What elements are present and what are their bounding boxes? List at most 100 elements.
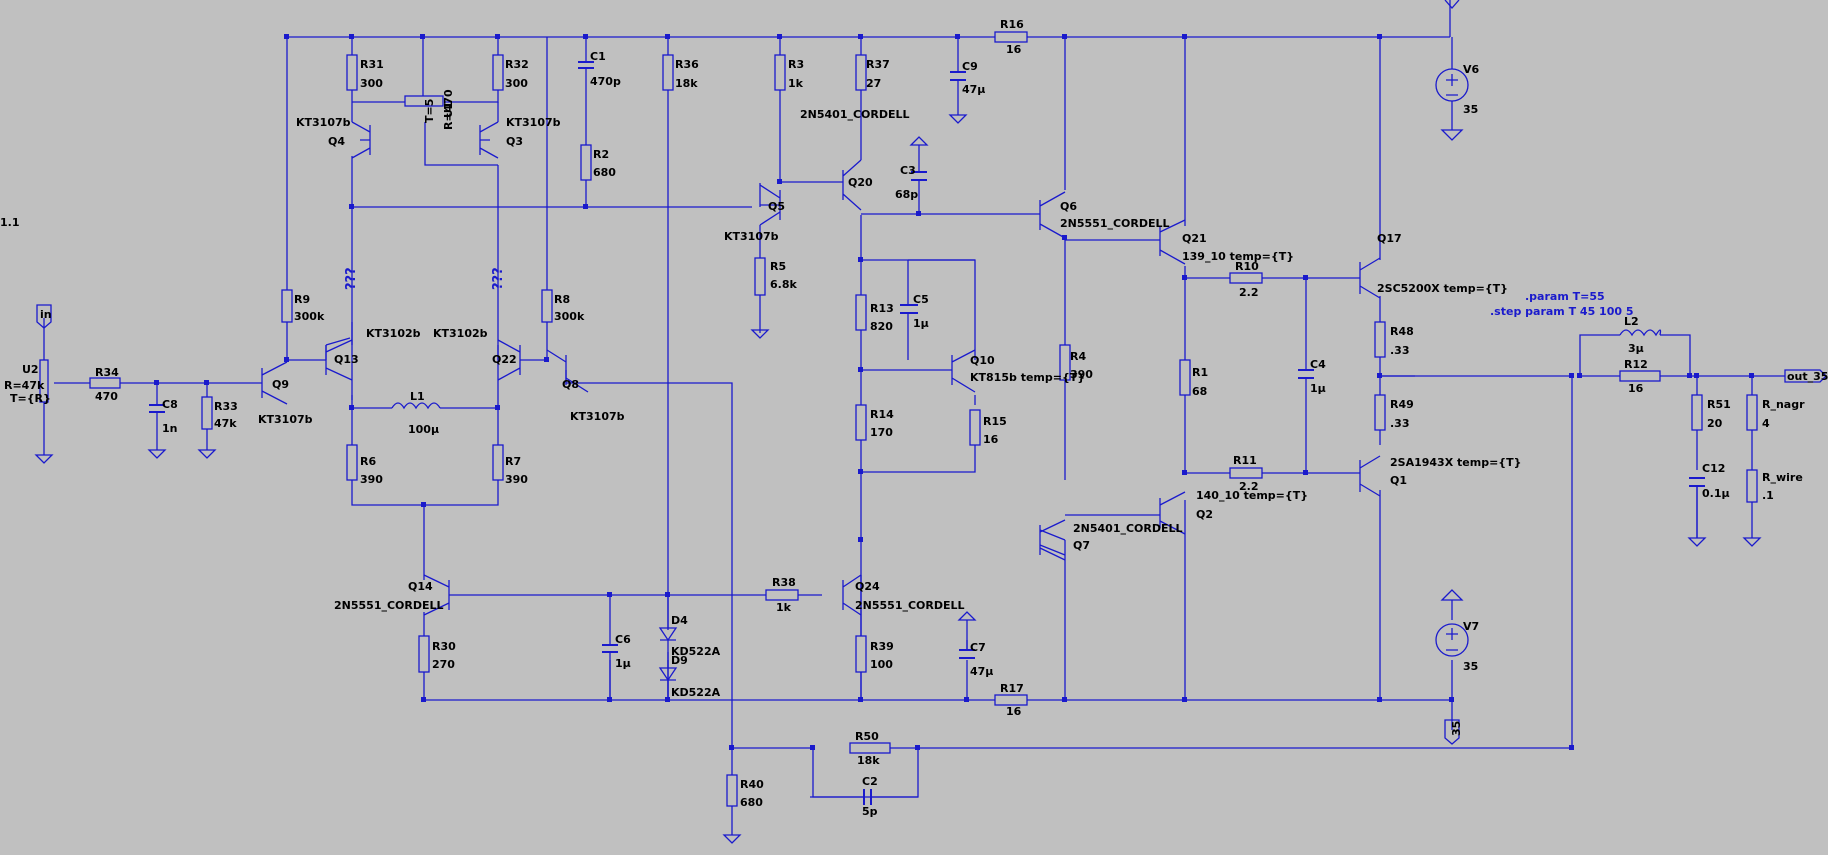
q10-symbol[interactable] xyxy=(951,349,976,393)
d9-ref: D9 xyxy=(671,654,688,667)
r49-symbol[interactable] xyxy=(1374,394,1386,431)
r40-symbol[interactable] xyxy=(726,774,738,807)
v6-value: 35 xyxy=(1463,103,1478,116)
c9-ref: C9 xyxy=(962,60,978,73)
r31-symbol[interactable] xyxy=(346,54,358,91)
q1-symbol[interactable] xyxy=(1359,455,1381,497)
u1-temp: T=5 xyxy=(423,99,436,123)
r15-symbol[interactable] xyxy=(969,409,981,446)
out-port-icon[interactable] xyxy=(1784,369,1827,383)
r37-value: 27 xyxy=(866,77,881,90)
q6-symbol[interactable] xyxy=(1039,191,1066,239)
r14-symbol[interactable] xyxy=(855,404,867,441)
r31-ref: R31 xyxy=(360,58,384,71)
q7-symbol[interactable] xyxy=(1039,519,1066,561)
voltage-sources xyxy=(1435,37,1469,657)
r11-value: 2.2 xyxy=(1239,480,1259,493)
r32-symbol[interactable] xyxy=(492,54,504,91)
q14-symbol[interactable] xyxy=(423,574,450,616)
q20-symbol[interactable] xyxy=(835,159,862,211)
q13-ref: Q13 xyxy=(334,353,359,366)
r37-symbol[interactable] xyxy=(855,54,867,91)
c3-ref: C3 xyxy=(900,164,916,177)
r-nagr-symbol[interactable] xyxy=(1746,394,1758,431)
c3-symbol[interactable] xyxy=(911,171,927,181)
r38-value: 1k xyxy=(776,601,792,614)
r36-value: 18k xyxy=(675,77,698,90)
r16-symbol[interactable] xyxy=(994,31,1028,43)
r48-value: .33 xyxy=(1390,344,1410,357)
u1-symbol[interactable] xyxy=(404,95,444,107)
r3-value: 1k xyxy=(788,77,804,90)
c4-symbol[interactable] xyxy=(1298,369,1314,379)
q5-symbol[interactable] xyxy=(759,184,781,226)
r36-symbol[interactable] xyxy=(662,54,674,91)
r5-symbol[interactable] xyxy=(754,257,766,296)
r9-symbol[interactable] xyxy=(281,289,293,323)
r39-symbol[interactable] xyxy=(855,635,867,673)
c2-ref: C2 xyxy=(862,775,878,788)
r10-symbol[interactable] xyxy=(1229,272,1263,284)
r6-symbol[interactable] xyxy=(346,444,358,481)
r7-symbol[interactable] xyxy=(492,444,504,481)
q17-symbol[interactable] xyxy=(1359,257,1381,299)
u2-symbol[interactable] xyxy=(39,359,49,403)
c4-value: 1µ xyxy=(1310,382,1326,395)
r12-symbol[interactable] xyxy=(1619,370,1661,382)
r17-value: 16 xyxy=(1006,705,1022,718)
r2-symbol[interactable] xyxy=(580,144,592,181)
q13-symbol[interactable] xyxy=(325,339,353,381)
r12-value: 16 xyxy=(1628,382,1644,395)
c5-symbol[interactable] xyxy=(900,304,918,314)
r3-symbol[interactable] xyxy=(774,54,786,91)
d4-ref: D4 xyxy=(671,614,688,627)
q8-symbol[interactable] xyxy=(546,349,589,393)
r49-value: .33 xyxy=(1390,417,1410,430)
r34-symbol[interactable] xyxy=(89,377,121,389)
r33-symbol[interactable] xyxy=(201,396,213,430)
q21-ref: Q21 xyxy=(1182,232,1207,245)
q6-ref: Q6 xyxy=(1060,200,1077,213)
q3-symbol[interactable] xyxy=(479,121,499,159)
r15-value: 16 xyxy=(983,433,999,446)
r49-ref: R49 xyxy=(1390,398,1414,411)
q9-symbol[interactable] xyxy=(261,361,288,405)
r13-symbol[interactable] xyxy=(855,294,867,331)
q2-symbol[interactable] xyxy=(1159,491,1186,535)
r38-symbol[interactable] xyxy=(765,589,799,601)
r1-symbol[interactable] xyxy=(1179,359,1191,396)
r40-value: 680 xyxy=(740,796,763,809)
param-note-2: T={R} xyxy=(10,392,51,405)
l2-symbol[interactable] xyxy=(1619,329,1662,337)
q4-symbol[interactable] xyxy=(351,121,371,159)
r51-symbol[interactable] xyxy=(1691,394,1703,431)
directive-param: .param T=55 xyxy=(1525,290,1605,303)
q21-symbol[interactable] xyxy=(1159,219,1186,265)
in-port-icon[interactable] xyxy=(36,304,52,329)
r10-ref: R10 xyxy=(1235,260,1259,273)
r51-ref: R51 xyxy=(1707,398,1731,411)
v7-symbol[interactable] xyxy=(1435,623,1469,657)
q9-type: KT3107b xyxy=(258,413,313,426)
r30-symbol[interactable] xyxy=(418,635,430,673)
r4-symbol[interactable] xyxy=(1059,344,1071,381)
r1-value: 68 xyxy=(1192,385,1207,398)
l1-symbol[interactable] xyxy=(391,402,441,410)
r48-symbol[interactable] xyxy=(1374,321,1386,358)
c1-symbol[interactable] xyxy=(578,61,594,69)
r17-symbol[interactable] xyxy=(994,694,1028,706)
r-wire-symbol[interactable] xyxy=(1746,469,1758,503)
q4-ref: Q4 xyxy=(328,135,345,148)
c6-symbol[interactable] xyxy=(602,644,618,653)
diodes xyxy=(658,627,678,700)
r8-symbol[interactable] xyxy=(541,289,553,323)
r50-symbol[interactable] xyxy=(849,742,891,754)
neg-port-icon[interactable] xyxy=(1444,719,1460,745)
c9-symbol[interactable] xyxy=(950,71,966,81)
c12-symbol[interactable] xyxy=(1689,477,1705,487)
r11-symbol[interactable] xyxy=(1229,467,1263,479)
r4-ref: R4 xyxy=(1070,350,1086,363)
q22-symbol[interactable] xyxy=(497,339,521,381)
q24-symbol[interactable] xyxy=(842,574,862,616)
